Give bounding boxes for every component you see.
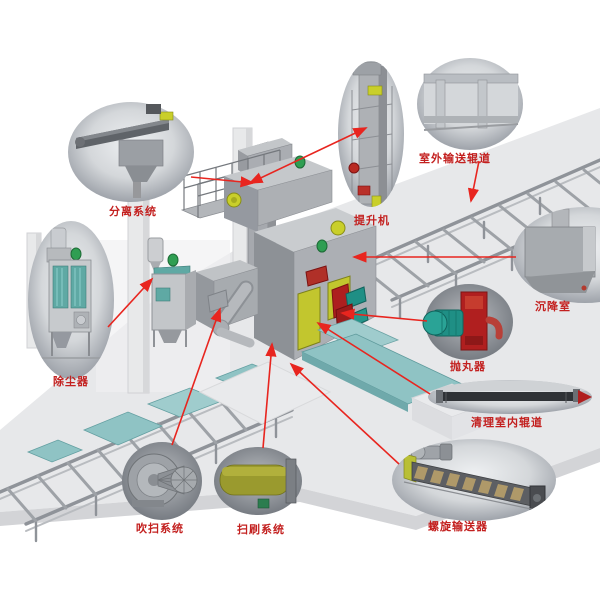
- arrow-brush-system: [262, 342, 277, 449]
- belt-guard-disc: [330, 220, 346, 236]
- label-dust-collector: 除尘器: [53, 375, 89, 388]
- arrow-outdoor-roller: [467, 160, 480, 203]
- label-separation-system: 分离系统: [109, 205, 157, 218]
- annotation-arrows: [107, 127, 516, 465]
- label-brush-system: 扫刷系统: [237, 523, 285, 536]
- arrow-blast-wheel: [340, 308, 428, 322]
- label-blast-wheel: 抛丸器: [450, 360, 486, 373]
- callout-blow-system: [122, 442, 202, 520]
- label-screw-conveyor: 螺旋输送器: [428, 520, 488, 533]
- arrow-separation-system: [190, 176, 255, 188]
- callout-settling-chamber: [513, 207, 600, 303]
- blower-box: [207, 289, 229, 313]
- arrow-indoor-roller: [316, 321, 431, 395]
- motor-green: [70, 247, 82, 261]
- arrow-blow-system: [171, 307, 222, 446]
- label-outdoor-roller: 室外输送辊道: [419, 152, 491, 165]
- callout-screw-conveyor: [392, 439, 556, 521]
- callout-brush-system: [214, 447, 302, 515]
- label-indoor-roller: 清理室内辊道: [471, 416, 543, 429]
- arrow-dust-collector: [107, 277, 154, 328]
- callout-dust-collector: [28, 221, 114, 379]
- callout-separation-system: [68, 102, 194, 202]
- chamber-door-yellow: [297, 286, 321, 351]
- red-wheel: [348, 162, 360, 174]
- label-settling-chamber: 沉降室: [535, 300, 571, 313]
- roller-red-tip: [578, 390, 592, 404]
- callout-indoor-roller: [428, 380, 592, 414]
- machine-base-slab: [198, 361, 332, 425]
- arrow-hoist: [248, 127, 368, 184]
- arrow-screw-conveyor: [289, 362, 400, 465]
- callout-outdoor-roller: [417, 58, 523, 150]
- motor-green: [167, 253, 179, 267]
- callout-hoist: [338, 61, 404, 207]
- motor-green: [316, 239, 328, 253]
- red-motor: [305, 265, 329, 287]
- callout-blast-wheel: [422, 284, 513, 360]
- label-blow-system: 吹扫系统: [136, 522, 184, 535]
- scene-dust-collector: [147, 237, 196, 347]
- label-hoist: 提升机: [354, 214, 390, 227]
